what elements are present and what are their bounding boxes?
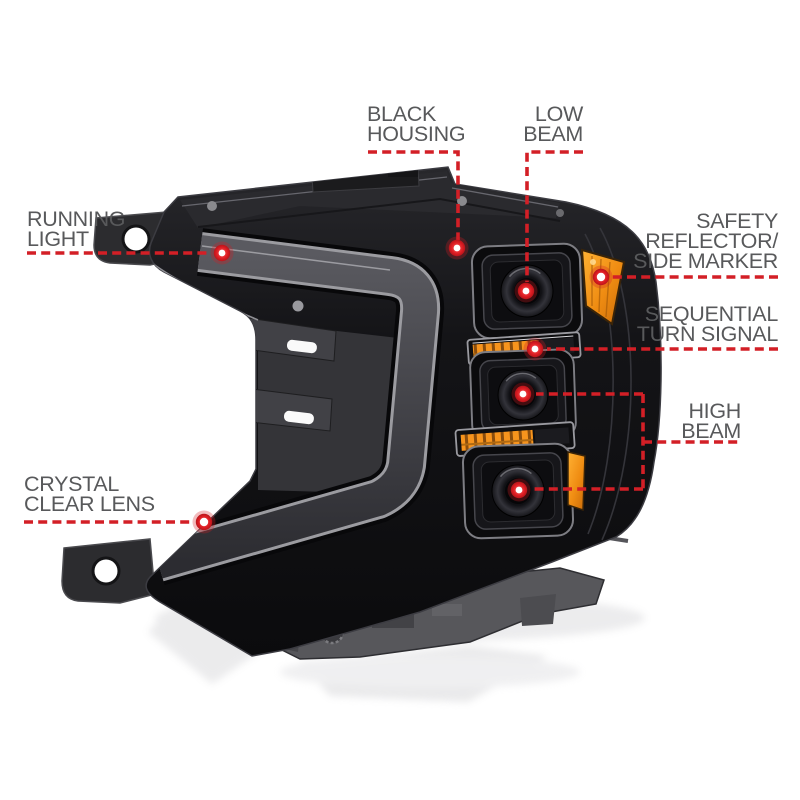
mounting-tab-lower (61, 538, 156, 604)
back-panel (241, 300, 398, 494)
callout-label-line: HOUSING (367, 122, 466, 146)
callout-markers (192, 236, 613, 534)
marker-sequential-turn-signal (523, 337, 547, 361)
callout-label-line: HIGH (688, 399, 741, 423)
marker-safety-reflector (589, 265, 613, 289)
drl-light-bar (151, 228, 445, 586)
callout-running-light: RUNNING LIGHT (27, 207, 126, 251)
marker-low-beam (514, 279, 538, 303)
callout-label-line: SAFETY (696, 209, 778, 233)
callout-low-beam: LOW BEAM (523, 102, 583, 146)
callout-high-beam: HIGH BEAM (681, 399, 741, 443)
callout-label-line: SIDE MARKER (633, 249, 778, 273)
callout-label-line: CLEAR LENS (24, 492, 155, 516)
marker-running-light (210, 241, 234, 265)
callout-label-line: BLACK (367, 102, 437, 126)
callout-label-line: BEAM (681, 419, 741, 443)
callout-label-line: BEAM (523, 122, 583, 146)
lower-side-reflector (567, 451, 586, 512)
marker-crystal-clear-lens (192, 510, 216, 534)
callout-label-line: SEQUENTIAL (644, 302, 779, 326)
marker-high-beam-upper (511, 382, 535, 406)
callout-line-low-beam (525, 150, 583, 282)
high-beam-projector-upper (469, 348, 577, 442)
callout-sequential-turn-signal: SEQUENTIAL TURN SIGNAL (636, 302, 779, 346)
callout-label-line: LOW (534, 102, 583, 126)
callout-lines (24, 150, 778, 524)
side-marker-reflector (580, 248, 626, 326)
callout-label-line: CRYSTAL (24, 472, 120, 496)
callout-label-line: RUNNING (27, 207, 126, 231)
callout-label-line: LIGHT (27, 227, 89, 251)
marker-high-beam-lower (507, 478, 531, 502)
callout-label-line: TURN SIGNAL (636, 322, 779, 346)
callout-line-black-housing (368, 150, 460, 240)
callout-black-housing: BLACK HOUSING (367, 102, 466, 146)
callout-label-line: REFLECTOR/ (645, 229, 778, 253)
callout-crystal-clear-lens: CRYSTAL CLEAR LENS (24, 472, 155, 516)
marker-black-housing (445, 236, 469, 260)
callout-safety-reflector: SAFETY REFLECTOR/ SIDE MARKER (633, 209, 778, 273)
